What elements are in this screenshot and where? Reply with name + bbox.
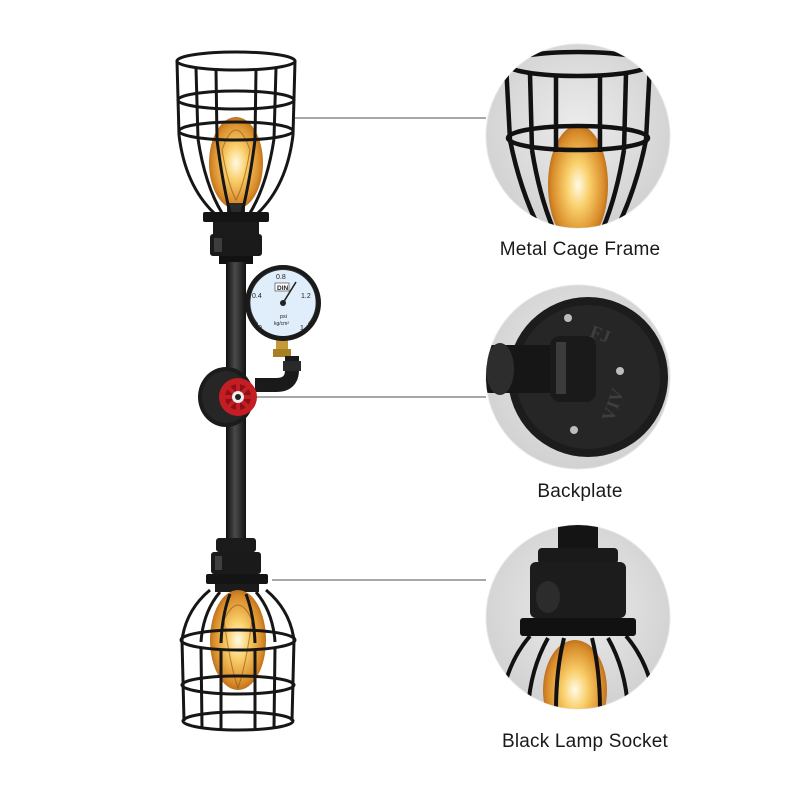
callout-lines xyxy=(252,117,486,581)
bottom-cage xyxy=(179,588,297,732)
detail-circle-socket xyxy=(485,524,671,710)
callout-label-socket: Black Lamp Socket xyxy=(501,731,669,752)
gauge-brand: DIN xyxy=(277,285,289,292)
gauge-tick-2: 0.8 xyxy=(276,274,286,281)
gauge-unit-line2: kg/cm² xyxy=(274,321,289,327)
pressure-gauge-icon: 0 0.4 0.8 1.2 1.6 DIN psi kg/cm² xyxy=(245,265,321,357)
bottom-socket xyxy=(206,538,268,592)
gauge-elbow xyxy=(255,356,301,392)
top-cage xyxy=(175,50,297,215)
wall-lamp: 0 0.4 0.8 1.2 1.6 DIN psi kg/cm² xyxy=(175,50,321,732)
detail-circle-cage xyxy=(485,43,671,229)
top-socket xyxy=(203,212,269,264)
callout-label-backplate: Backplate xyxy=(537,481,623,502)
gauge-unit-line1: psi xyxy=(280,314,287,320)
gauge-tick-1: 0.4 xyxy=(252,293,262,300)
gauge-tick-3: 1.2 xyxy=(301,293,311,300)
detail-circle-backplate: FJ VIV xyxy=(485,284,671,470)
valve-handle-icon xyxy=(219,378,257,416)
gauge-tick-4: 1.6 xyxy=(300,325,310,332)
gauge-tick-0: 0 xyxy=(258,325,262,332)
callout-label-cage: Metal Cage Frame xyxy=(499,239,661,260)
